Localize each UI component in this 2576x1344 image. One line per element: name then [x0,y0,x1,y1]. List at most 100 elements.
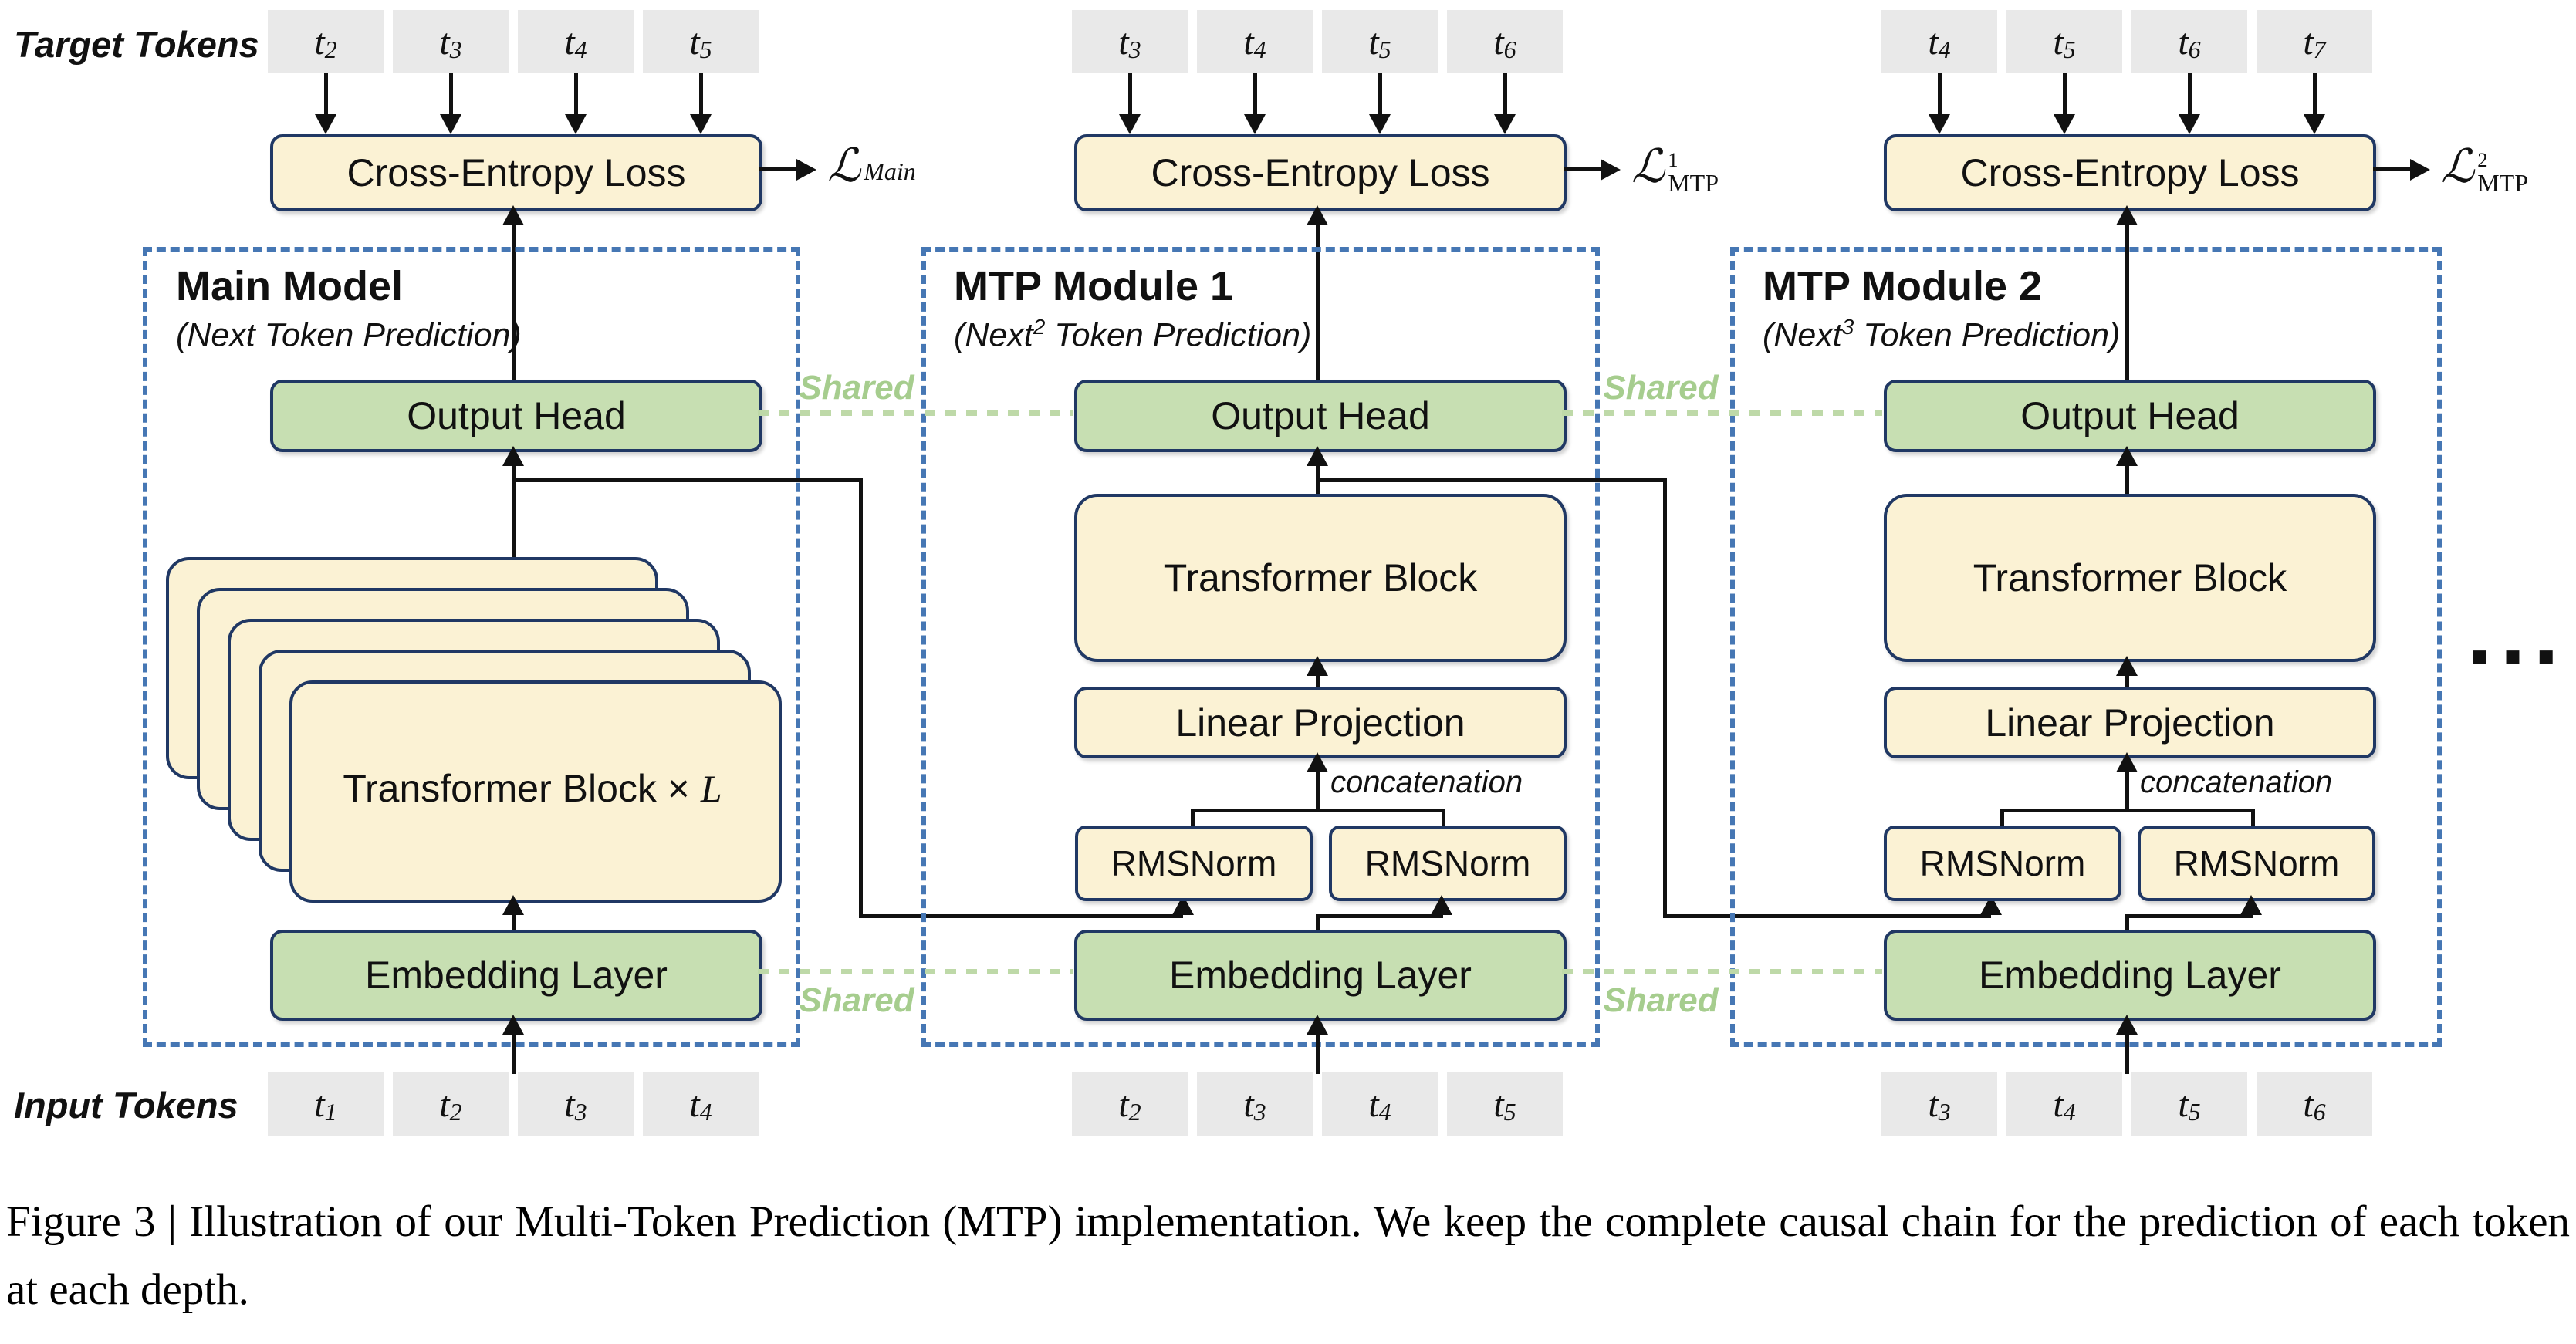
rmsnorm-box: RMSNorm [1329,826,1567,901]
arrow-up-icon [1307,446,1328,466]
arrow-line [2125,914,2129,931]
arrow-up-icon [2116,656,2138,676]
arrow-up-icon [2116,205,2138,225]
module-title: MTP Module 2 [1763,263,2043,309]
continuation-ellipsis: ... [2466,581,2568,684]
rmsnorm-box: RMSNorm [2138,826,2375,901]
branch-line [859,914,1183,918]
arrow-up-icon [1431,895,1452,915]
arrow-down-icon [315,114,336,134]
shared-label: Shared [799,981,914,1019]
transformer-block-box: Transformer Block [1074,494,1567,662]
arrow-up-icon [2116,1015,2138,1035]
figure-caption: Figure 3 | Illustration of our Multi-Tok… [6,1197,2570,1315]
bracket-line [2251,809,2255,826]
bracket-line [1442,809,1445,826]
arrow-line [1316,914,1443,918]
arrow-line [2373,167,2410,171]
arrow-line [1938,73,1942,116]
arrow-line [512,463,516,565]
arrow-line [1316,914,1320,931]
mtp-module-1-box [921,247,1600,1047]
arrow-line [512,1034,516,1074]
arrow-line [2313,73,2317,116]
arrow-down-icon [1929,114,1950,134]
loss-label-main: ℒ Main [827,139,916,193]
arrow-line [449,73,453,116]
module-subtitle: (Next2 Token Prediction) [954,315,1312,354]
arrow-right-icon [1601,159,1621,181]
bracket-line [1191,809,1195,826]
arrow-up-icon [1307,1015,1328,1035]
branch-line [512,478,863,482]
shared-dotted-link [758,410,1073,416]
output-head-box: Output Head [1074,380,1567,452]
transformer-block-box: Transformer Block [1884,494,2376,662]
mtp-module-2-box [1730,247,2442,1047]
arrow-down-icon [690,114,712,134]
arrow-up-icon [2240,895,2262,915]
arrow-up-icon [1307,752,1328,772]
branch-line [1663,478,1667,918]
arrow-line [1253,73,1257,116]
arrow-line [2063,73,2067,116]
embedding-layer-box: Embedding Layer [1074,930,1567,1021]
arrow-down-icon [440,114,461,134]
module-subtitle: (Next3 Token Prediction) [1763,315,2121,354]
arrow-up-icon [1307,656,1328,676]
shared-dotted-link [1562,969,1882,974]
arrow-down-icon [1494,114,1516,134]
transformer-stack-label: Transformer Block × L [343,767,722,810]
arrow-line [512,912,516,931]
branch-line [1316,478,1667,482]
shared-dotted-link [1562,410,1882,416]
module-title: MTP Module 1 [954,263,1234,309]
arrow-down-icon [1244,114,1266,134]
main-model-box [143,247,800,1047]
branch-line [859,478,863,918]
bracket-line [2000,809,2004,826]
arrow-line [759,167,796,171]
arrow-up-icon [502,1015,524,1035]
arrow-line [2125,463,2129,495]
output-head-box: Output Head [270,380,762,452]
linear-projection-box: Linear Projection [1884,687,2376,758]
arrow-line [1378,73,1382,116]
arrow-right-icon [2410,159,2430,181]
arrow-line [1316,1034,1320,1074]
arrow-down-icon [2179,114,2200,134]
arrow-up-icon [2116,752,2138,772]
arrow-down-icon [2304,114,2325,134]
bracket-line [2000,809,2255,812]
arrow-line [2125,769,2129,810]
arrow-down-icon [1369,114,1391,134]
module-title: Main Model [176,263,403,309]
input-tokens-label: Input Tokens [14,1085,238,1126]
linear-projection-box: Linear Projection [1074,687,1567,758]
arrow-down-icon [1119,114,1141,134]
concatenation-label: concatenation [1330,765,1523,799]
embedding-layer-box: Embedding Layer [270,930,762,1021]
arrow-up-icon [502,446,524,466]
shared-label: Shared [1603,981,1719,1019]
arrow-up-icon [2116,446,2138,466]
